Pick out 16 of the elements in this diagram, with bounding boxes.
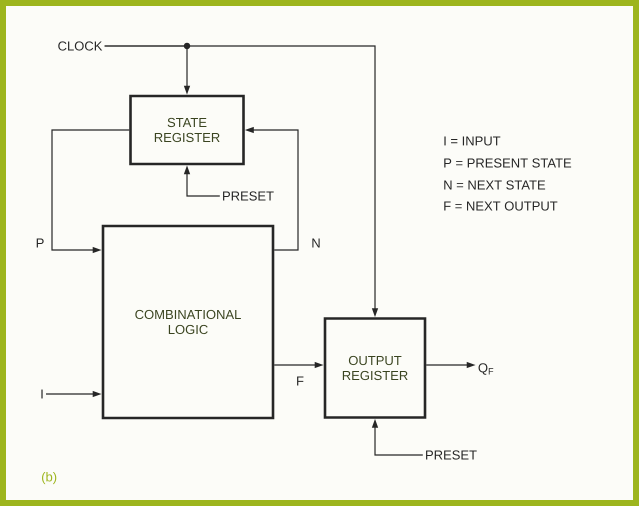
panel-label: (b)	[42, 472, 56, 484]
legend-note: N = NEXT STATE	[444, 180, 546, 190]
signal-label: CLOCK	[58, 41, 102, 51]
block-box: OUTPUT REGISTER	[324, 317, 426, 419]
signal-label: I	[41, 390, 43, 398]
signal-label: PRESET	[223, 191, 274, 201]
legend-note: I = INPUT	[444, 136, 500, 146]
signal-label: Q$_{F}$	[478, 363, 494, 375]
legend-note: P = PRESENT STATE	[444, 158, 572, 168]
edge-label: P	[34, 238, 46, 248]
block-box: COMBINATIONAL LOGIC	[102, 224, 274, 420]
signal-label: PRESET	[426, 450, 477, 460]
edge-label: F	[295, 376, 305, 386]
legend-note: F = NEXT OUTPUT	[444, 201, 558, 211]
block-box: STATE REGISTER	[129, 94, 245, 166]
edge-label: N	[310, 238, 322, 248]
